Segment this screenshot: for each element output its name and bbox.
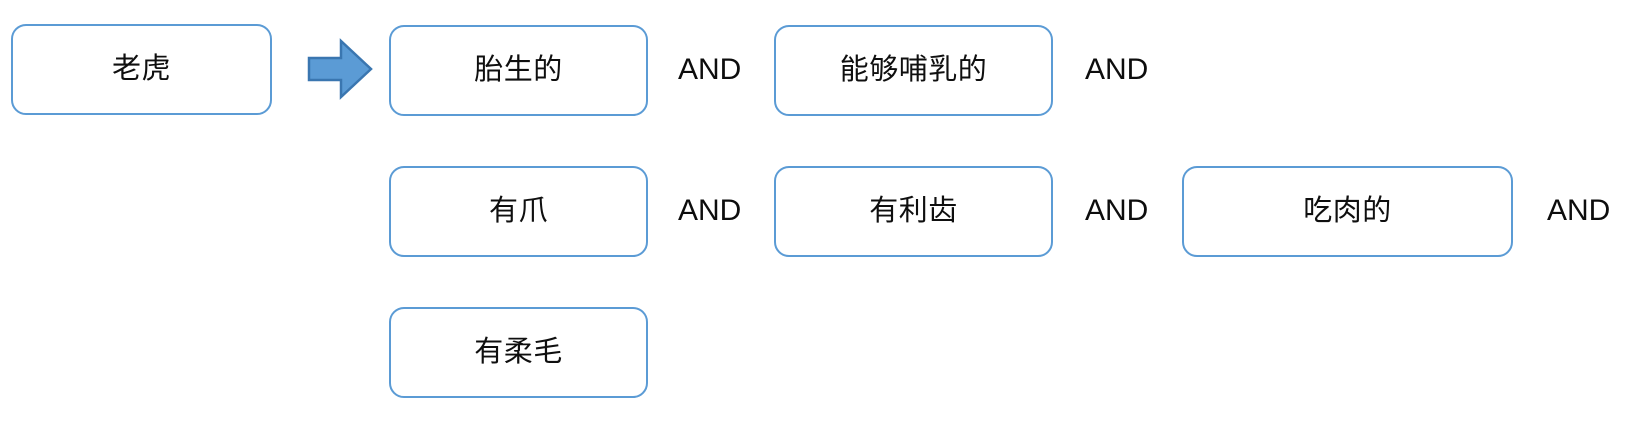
connector-and-4: AND — [1085, 193, 1149, 227]
connector-and-2: AND — [1085, 52, 1149, 86]
concept-node-tiger[interactable]: 老虎 — [11, 24, 272, 115]
node-label: 有爪 — [488, 195, 548, 227]
attribute-node-soft-fur[interactable]: 有柔毛 — [389, 307, 648, 398]
right-block-arrow-icon — [307, 38, 373, 100]
node-label: 胎生的 — [474, 54, 563, 86]
connector-and-5: AND — [1547, 193, 1611, 227]
attribute-node-viviparous[interactable]: 胎生的 — [389, 25, 648, 116]
node-label: 吃肉的 — [1303, 195, 1392, 227]
attribute-node-sharp-teeth[interactable]: 有利齿 — [774, 166, 1053, 257]
node-label: 有柔毛 — [474, 336, 563, 368]
node-label: 老虎 — [111, 53, 171, 85]
node-label: 能够哺乳的 — [839, 54, 988, 86]
attribute-node-carnivorous[interactable]: 吃肉的 — [1182, 166, 1513, 257]
connector-and-3: AND — [678, 193, 742, 227]
attribute-node-lactating[interactable]: 能够哺乳的 — [774, 25, 1053, 116]
attribute-node-has-claws[interactable]: 有爪 — [389, 166, 648, 257]
node-label: 有利齿 — [869, 195, 958, 227]
connector-and-1: AND — [678, 52, 742, 86]
